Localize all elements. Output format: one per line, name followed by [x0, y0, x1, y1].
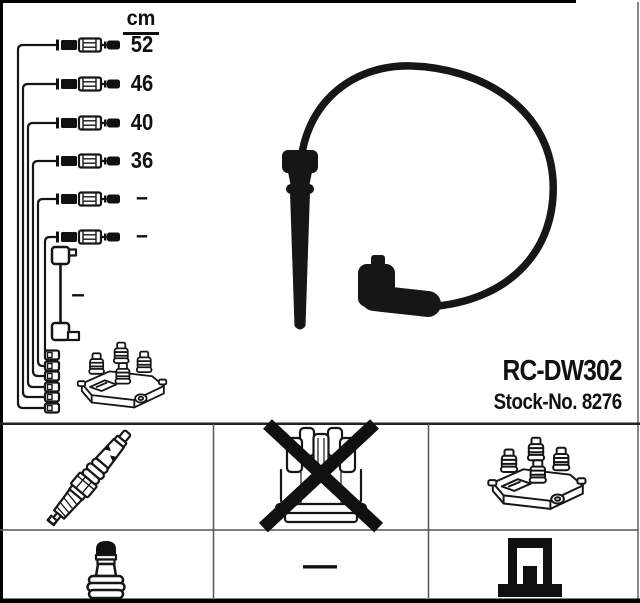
spark-plug-boot: [282, 150, 318, 330]
length-value-6: –: [136, 222, 148, 249]
length-value-2: 46: [130, 70, 154, 96]
legend-cell-coil-connector: [430, 531, 637, 598]
product-code: RC-DW302: [502, 355, 623, 387]
product-code-block: RC-DW302 Stock-No. 8276: [471, 355, 623, 415]
coil-connector-icon: [498, 538, 562, 597]
lead-4: [54, 153, 122, 169]
coil-boot: [358, 255, 441, 317]
not-applicable-dash: —: [303, 546, 337, 584]
distributor-cap-crossed-icon: [258, 419, 384, 533]
lead-6: [54, 229, 122, 245]
length-value-3: 40: [130, 109, 154, 135]
cable-wire: [297, 62, 557, 310]
lead-3: [54, 115, 122, 131]
length-unit-header: cm: [122, 7, 160, 35]
length-value-5: –: [136, 184, 148, 211]
ignition-cable-photo: [282, 62, 557, 330]
coil-wire-glyph: [50, 245, 81, 342]
legend-cell-coil-pack: [430, 425, 637, 530]
length-value-4: 36: [130, 147, 154, 173]
legend-cell-spark-plug: [3, 425, 213, 530]
stock-number: Stock-No. 8276: [493, 389, 623, 414]
cross-out-x: [258, 419, 384, 533]
legend-cell-plug-terminal: [3, 531, 213, 598]
cable-length-schematic: [16, 37, 168, 414]
lead-5: [54, 191, 122, 207]
legend-grid: [0, 419, 640, 603]
coil-pack-drawing: [76, 341, 168, 409]
plug-terminal-icon: [86, 541, 126, 600]
lead-2: [54, 76, 122, 92]
spark-plug-icon: [46, 429, 132, 527]
legend-cell-distributor-cap: [215, 425, 428, 530]
coil-wire-length: –: [71, 281, 85, 308]
lead-1: [54, 37, 122, 53]
length-value-1: 52: [130, 31, 154, 57]
